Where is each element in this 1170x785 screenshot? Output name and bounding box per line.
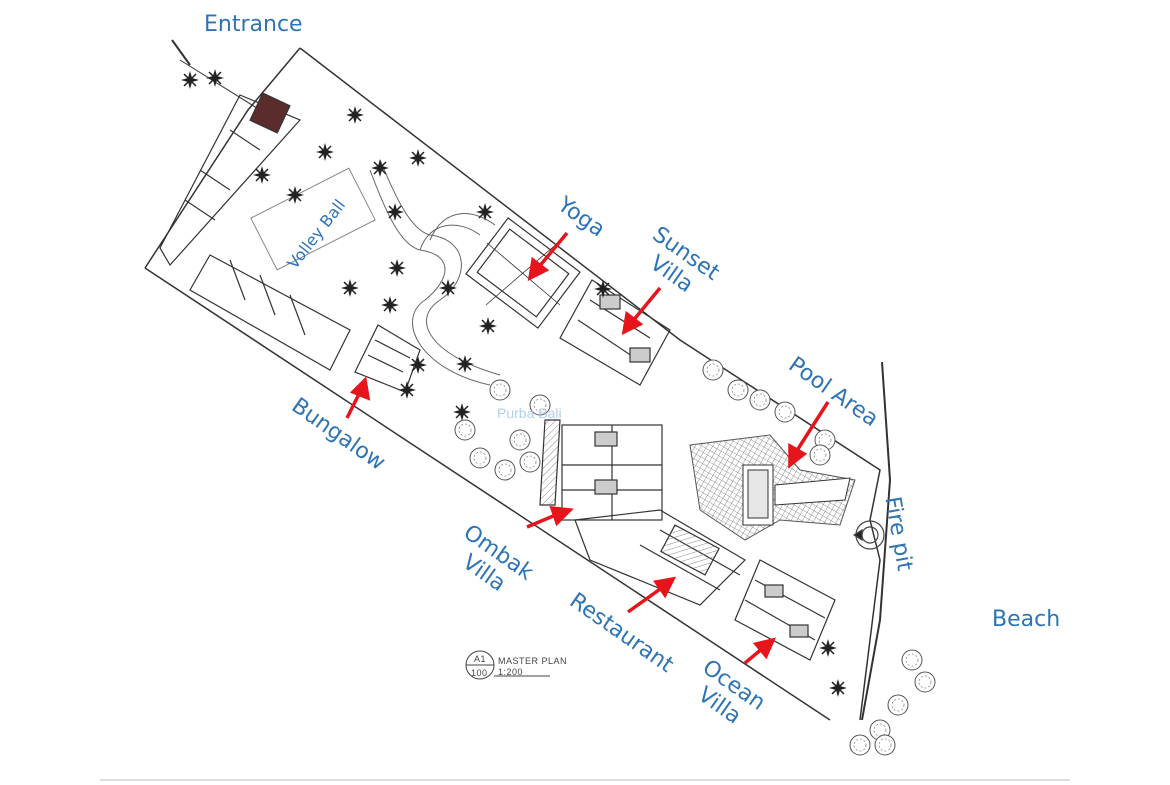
restaurant-building [574, 509, 746, 606]
volley-ball-court [250, 167, 376, 271]
yoga-pavilion [465, 217, 581, 329]
arrow-restaurant [626, 576, 677, 614]
left-building-strip [159, 92, 351, 371]
sunset-villa-building [559, 279, 671, 386]
bottom-divider [100, 779, 1070, 781]
red-pointer-arrows [345, 231, 830, 665]
garden-path [369, 159, 501, 386]
plan-ref-top: A1 [474, 654, 487, 664]
ombak-villa-building [539, 419, 663, 521]
plan-scale: 1:200 [498, 667, 524, 677]
label-entrance: Entrance [204, 12, 303, 37]
arrow-ombak-villa [526, 505, 574, 529]
plan-ref-bottom: 100 [471, 668, 488, 678]
fire-pit [852, 520, 885, 550]
site-boundary [144, 47, 892, 721]
plan-title: MASTER PLAN [498, 656, 568, 666]
label-beach: Beach [992, 607, 1061, 632]
plan-title-marker [465, 650, 550, 680]
arrow-sunset-villa [621, 286, 662, 336]
watermark: Purba Bali [497, 405, 562, 421]
ocean-villa-building [734, 559, 836, 661]
arrow-yoga [527, 231, 569, 282]
arrow-bungalow [345, 376, 371, 419]
pool-area [689, 434, 856, 541]
arrow-pool-area [788, 401, 830, 469]
arrow-ocean-villa [743, 637, 777, 665]
entrance-path [171, 39, 261, 111]
